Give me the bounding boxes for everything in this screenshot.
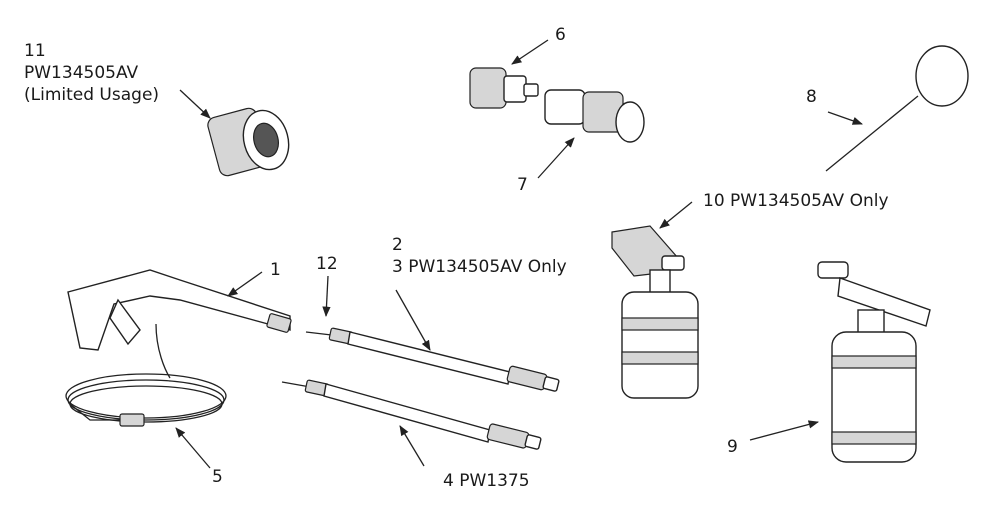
leader-7 <box>537 137 575 179</box>
label-3: 3 PW134505AV Only <box>392 257 567 277</box>
leader-11 <box>179 89 211 119</box>
label-8: 8 <box>806 87 817 107</box>
label-6: 6 <box>555 25 566 45</box>
label-10: 10 PW134505AV Only <box>703 191 889 211</box>
part-5-hose <box>65 323 227 427</box>
leader-4 <box>399 425 425 467</box>
label-11-model: PW134505AV <box>24 63 139 83</box>
label-7: 7 <box>517 175 528 195</box>
label-12: 12 <box>316 254 338 274</box>
part-4-extension-wand <box>281 379 542 450</box>
part-9-detergent-bottle <box>817 261 931 463</box>
part-1-spray-gun <box>67 269 292 351</box>
part-8-cleaning-wire <box>825 45 969 172</box>
leader-2-3 <box>395 289 431 351</box>
label-2: 2 <box>392 235 403 255</box>
leader-1 <box>227 271 263 297</box>
label-5: 5 <box>212 467 223 487</box>
leader-8 <box>827 111 863 125</box>
leader-12 <box>322 275 331 318</box>
leader-5 <box>175 427 211 469</box>
label-11-number: 11 <box>24 41 46 61</box>
label-9: 9 <box>727 437 738 457</box>
leader-10 <box>659 201 693 229</box>
part-10-detergent-bottle <box>611 225 699 399</box>
label-11-note: (Limited Usage) <box>24 85 160 105</box>
part-11-coupling <box>207 107 290 177</box>
label-1: 1 <box>270 260 281 280</box>
part-6-plug <box>469 67 539 109</box>
part-2-extension-wand <box>305 327 560 392</box>
leader-6 <box>511 39 549 65</box>
part-7-socket <box>544 89 645 143</box>
leader-9 <box>749 420 820 441</box>
label-4: 4 PW1375 <box>443 471 530 491</box>
